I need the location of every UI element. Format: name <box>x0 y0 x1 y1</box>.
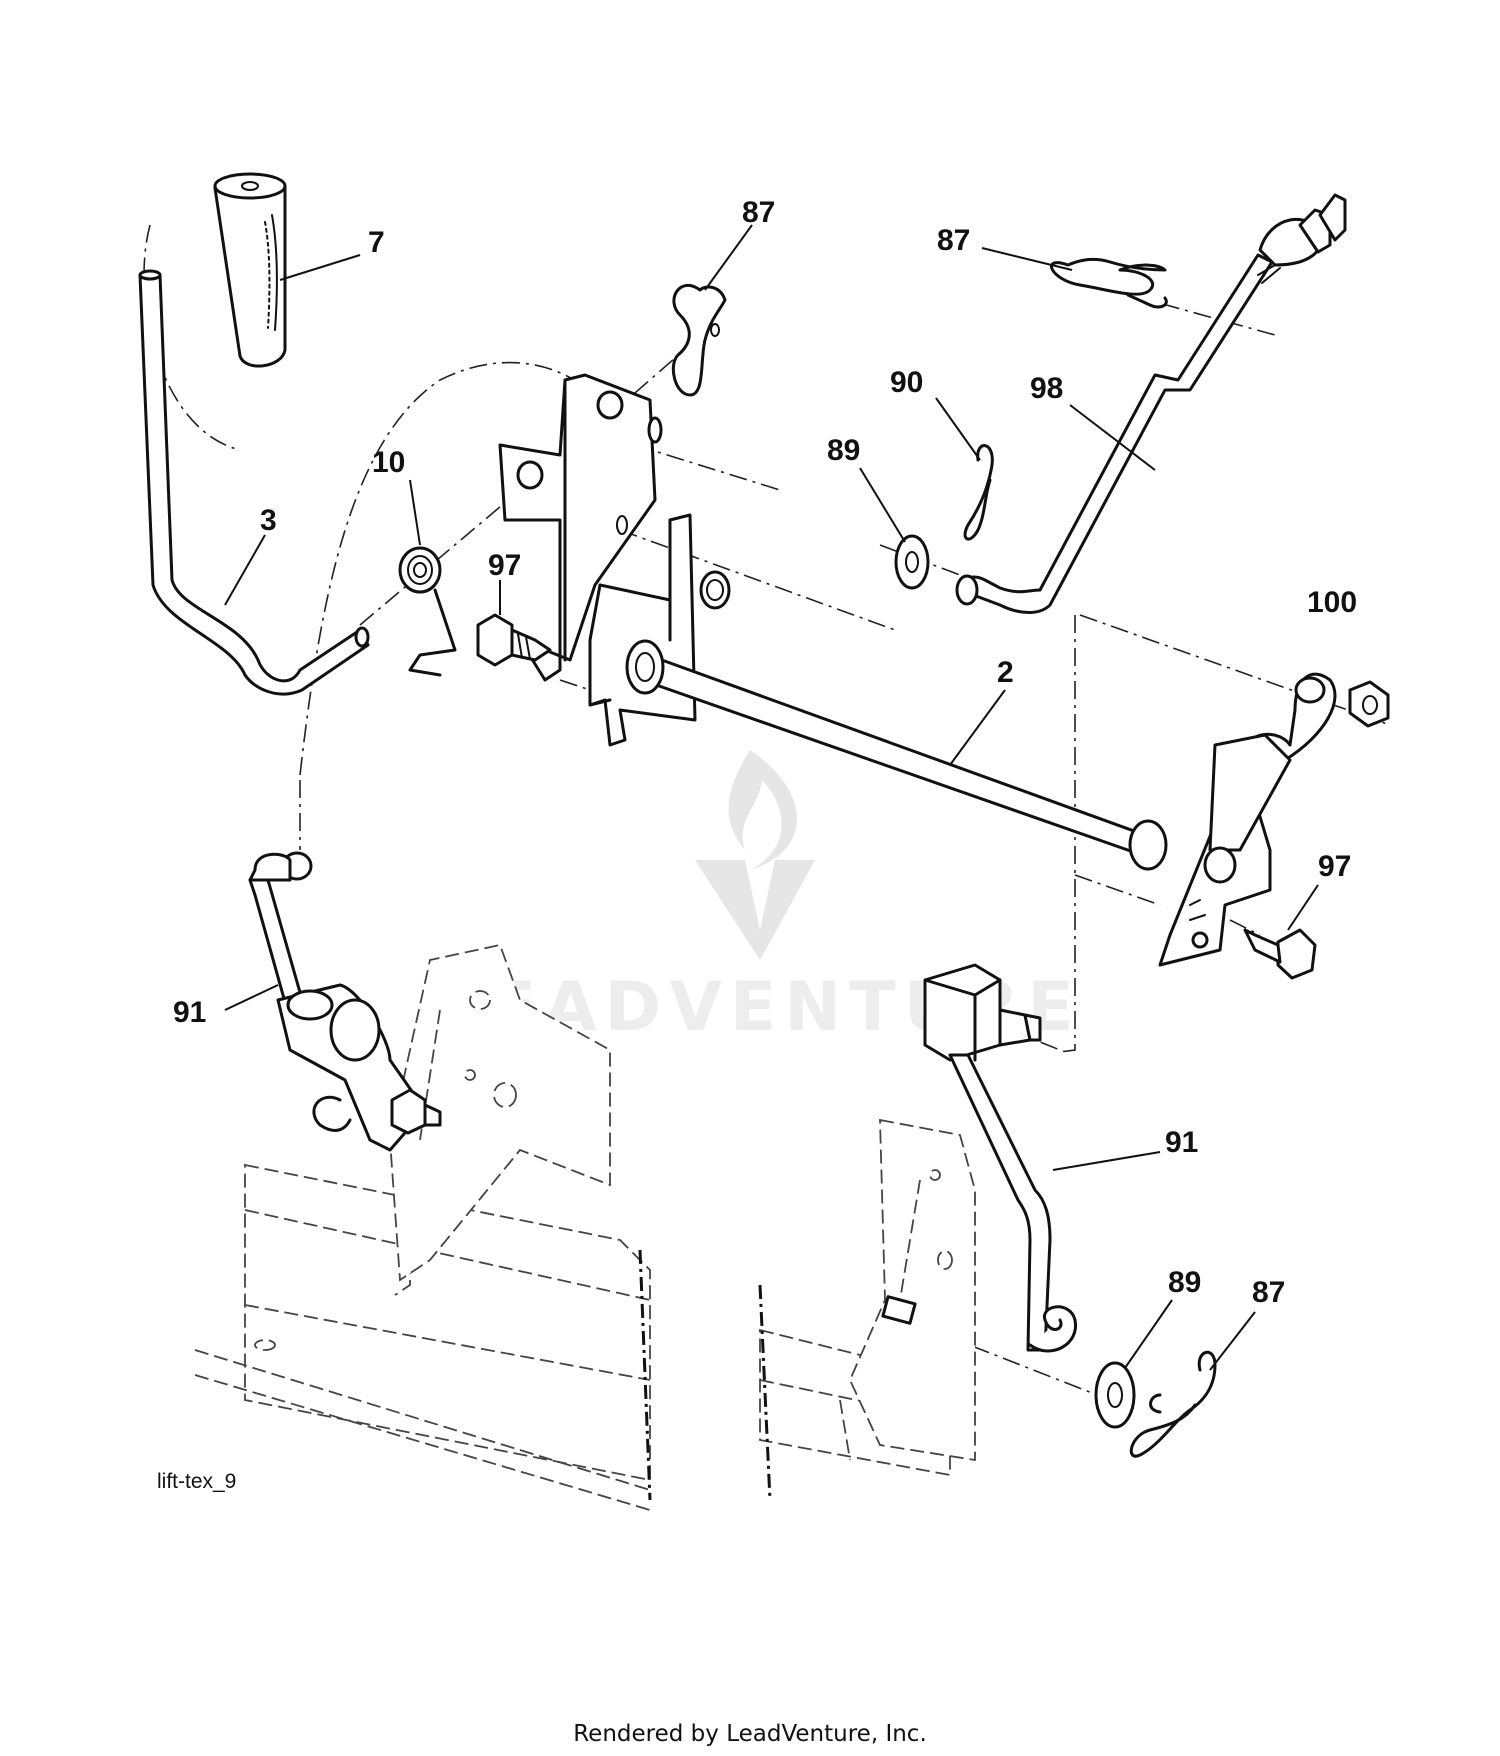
callout-91-right: 91 <box>1165 1126 1198 1159</box>
callout-97-left: 97 <box>488 549 521 582</box>
flange-bolt-part-97-right <box>1243 928 1317 980</box>
link-rod-part-98 <box>955 193 1347 614</box>
lift-shaft-part-2 <box>625 639 1168 871</box>
callout-91-left: 91 <box>173 996 206 1029</box>
hairpin-clip-part-87-top <box>671 283 727 397</box>
callout-87-right: 87 <box>937 224 970 257</box>
callout-labels: 7 87 87 90 98 89 10 3 97 100 2 97 91 91 … <box>173 196 1357 1309</box>
deck-divider-left <box>638 1249 652 1501</box>
callout-87-top: 87 <box>742 196 775 229</box>
leader-lines <box>224 224 1319 1371</box>
flange-bolt-part-97-left <box>476 613 552 667</box>
callout-98: 98 <box>1030 372 1063 405</box>
link-part-91-right <box>923 963 1077 1353</box>
grip-part-7 <box>213 172 287 368</box>
link-part-91-left <box>248 851 442 1152</box>
callout-87-bottom: 87 <box>1252 1276 1285 1309</box>
lift-arm-right <box>1158 672 1337 967</box>
washer-part-89-top <box>894 534 930 590</box>
callout-90: 90 <box>890 366 923 399</box>
figure-id: lift-tex_9 <box>157 1470 236 1493</box>
callout-2: 2 <box>997 656 1014 689</box>
callout-3: 3 <box>260 504 277 537</box>
render-credit: Rendered by LeadVenture, Inc. <box>573 1721 927 1747</box>
deck-divider-right <box>758 1284 772 1501</box>
mower-deck-left-phantom <box>194 943 651 1511</box>
hairpin-clip-part-87-bottom <box>1129 1351 1217 1458</box>
callout-97-right: 97 <box>1318 850 1351 883</box>
hairpin-clip-part-87-right <box>1049 258 1168 309</box>
nut-part-100 <box>1348 680 1390 728</box>
washer-part-89-bottom <box>1094 1361 1136 1429</box>
clip-part-90 <box>963 444 994 541</box>
callout-10: 10 <box>372 446 405 479</box>
callout-7: 7 <box>368 226 385 259</box>
mower-deck-right-phantom <box>759 1118 976 1477</box>
torsion-spring-part-10 <box>398 546 457 677</box>
lift-lever-part-3 <box>138 269 370 696</box>
callout-89-top: 89 <box>827 434 860 467</box>
callout-100: 100 <box>1307 586 1357 619</box>
callout-89-bottom: 89 <box>1168 1266 1201 1299</box>
